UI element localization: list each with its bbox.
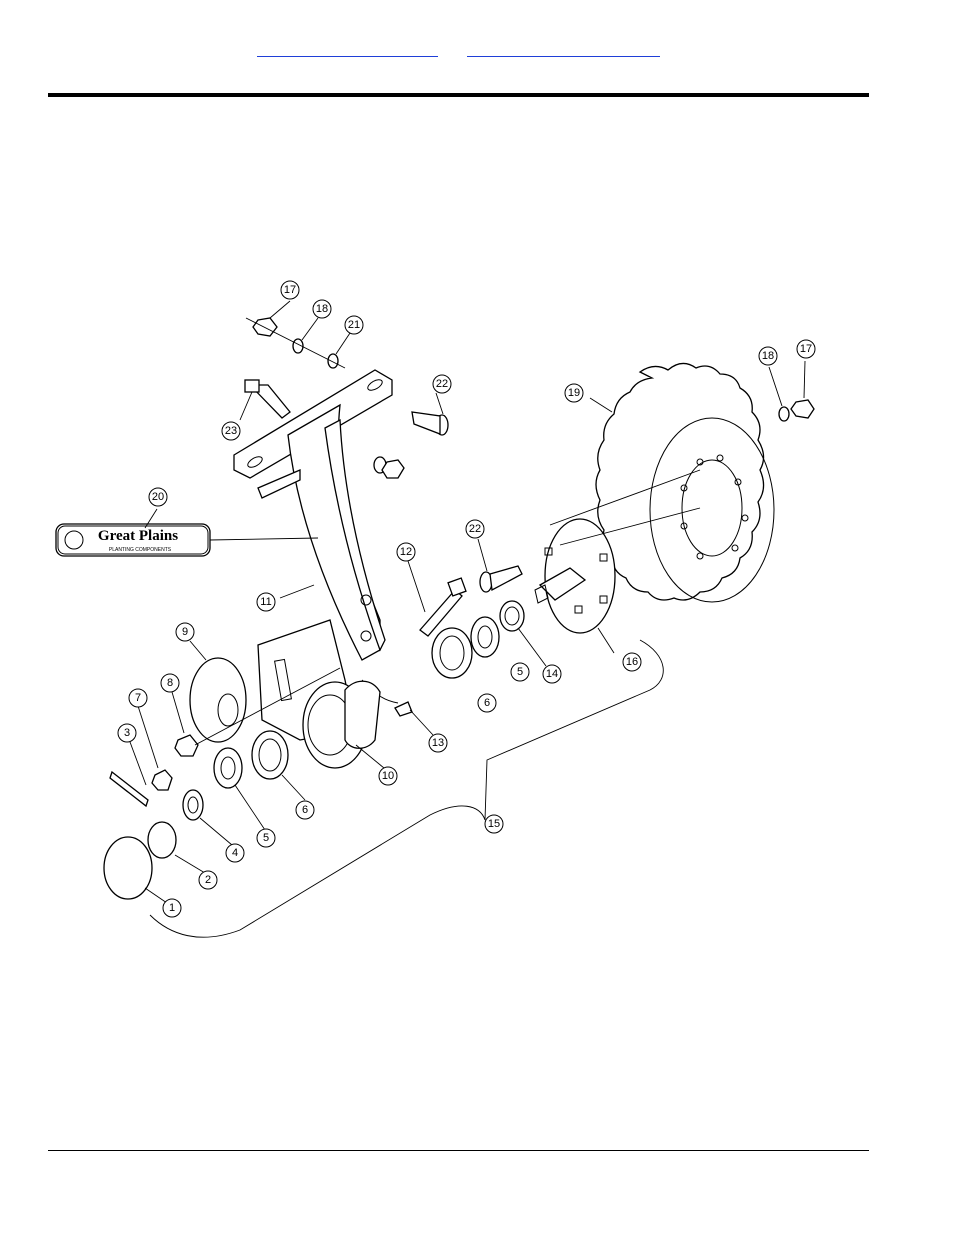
nut-7	[151, 769, 173, 791]
callout-16: 16	[622, 652, 642, 672]
svg-text:5: 5	[263, 832, 269, 844]
svg-text:16: 16	[626, 656, 638, 668]
bearing-cone-inner	[213, 747, 243, 789]
nut-mid	[381, 459, 405, 479]
disc-blade	[595, 362, 775, 603]
svg-text:15: 15	[488, 818, 500, 830]
svg-text:21: 21	[348, 319, 360, 331]
svg-text:10: 10	[382, 770, 394, 782]
callout-19: 19	[564, 383, 584, 403]
callout-15: 15	[484, 814, 504, 834]
callout-4: 4	[225, 843, 245, 863]
callout-23: 23	[221, 421, 241, 441]
svg-text:7: 7	[135, 692, 141, 704]
spindle-housing	[257, 619, 381, 769]
bolt-22-lower	[479, 565, 523, 593]
callout-8: 8	[160, 673, 180, 693]
bolt-22-upper	[411, 411, 449, 436]
svg-text:6: 6	[302, 804, 308, 816]
carriage-bolt-12	[419, 577, 467, 637]
svg-text:19: 19	[568, 387, 580, 399]
callout-20: 20	[148, 487, 168, 507]
washer-18-right	[778, 406, 790, 422]
callout-6b: 6	[477, 693, 497, 713]
nut-17-upper	[252, 317, 278, 337]
header-rule	[48, 93, 869, 97]
svg-text:8: 8	[167, 677, 173, 689]
callout-18b: 18	[758, 346, 778, 366]
svg-text:4: 4	[232, 847, 238, 859]
svg-text:9: 9	[182, 626, 188, 638]
callout-17b: 17	[796, 339, 816, 359]
bolt-23	[244, 379, 291, 419]
callout-6a: 6	[295, 800, 315, 820]
callout-11: 11	[256, 592, 276, 612]
callout-5a: 5	[256, 828, 276, 848]
svg-text:14: 14	[546, 668, 558, 680]
logo-decal: Great Plains PLANTING COMPONENTS	[55, 523, 211, 557]
callout-17a: 17	[280, 280, 300, 300]
svg-text:23: 23	[225, 425, 237, 437]
callout-21: 21	[344, 315, 364, 335]
callout-7: 7	[128, 688, 148, 708]
svg-text:18: 18	[762, 350, 774, 362]
svg-text:18: 18	[316, 303, 328, 315]
footer-rule	[48, 1150, 869, 1151]
callout-5b: 5	[510, 662, 530, 682]
header-link-left[interactable]	[257, 40, 438, 57]
svg-text:2: 2	[205, 874, 211, 886]
cotter-pin	[109, 770, 149, 808]
washer-4	[182, 789, 204, 821]
svg-text:11: 11	[260, 596, 271, 608]
callout-1: 1	[162, 898, 182, 918]
svg-text:1: 1	[169, 902, 175, 914]
callout-13: 13	[428, 733, 448, 753]
callout-18a: 18	[312, 299, 332, 319]
washer-21	[327, 353, 339, 369]
header-link-right[interactable]	[467, 40, 660, 57]
mounting-bracket	[233, 369, 393, 661]
callout-22a: 22	[432, 374, 452, 394]
svg-text:20: 20	[152, 491, 164, 503]
svg-text:5: 5	[517, 666, 523, 678]
seal	[499, 600, 525, 632]
grease-zerk	[394, 701, 413, 717]
logo-tagline-text: PLANTING COMPONENTS	[109, 547, 172, 553]
callout-22b: 22	[465, 519, 485, 539]
callout-14: 14	[542, 664, 562, 684]
logo-brand-text: Great Plains	[98, 528, 178, 544]
callout-9: 9	[175, 622, 195, 642]
bearing-cone-outer	[470, 616, 500, 658]
bearing-cup-inner	[251, 730, 289, 780]
svg-text:13: 13	[432, 737, 444, 749]
dust-cap	[103, 836, 153, 900]
hub	[534, 469, 701, 634]
nut-17-right	[790, 399, 815, 419]
svg-text:6: 6	[484, 697, 490, 709]
callout-12: 12	[396, 542, 416, 562]
svg-text:17: 17	[800, 343, 812, 355]
bearing-cup-outer	[431, 627, 473, 679]
svg-text:3: 3	[124, 727, 130, 739]
callout-3: 3	[117, 723, 137, 743]
callout-10: 10	[378, 766, 398, 786]
hose-line	[149, 639, 664, 938]
svg-text:22: 22	[436, 378, 448, 390]
svg-text:12: 12	[400, 546, 412, 558]
callout-2: 2	[198, 870, 218, 890]
nut-8	[174, 734, 199, 757]
svg-text:22: 22	[469, 523, 481, 535]
svg-text:17: 17	[284, 284, 296, 296]
castle-nut	[147, 821, 177, 859]
depth-indicator	[189, 657, 247, 743]
